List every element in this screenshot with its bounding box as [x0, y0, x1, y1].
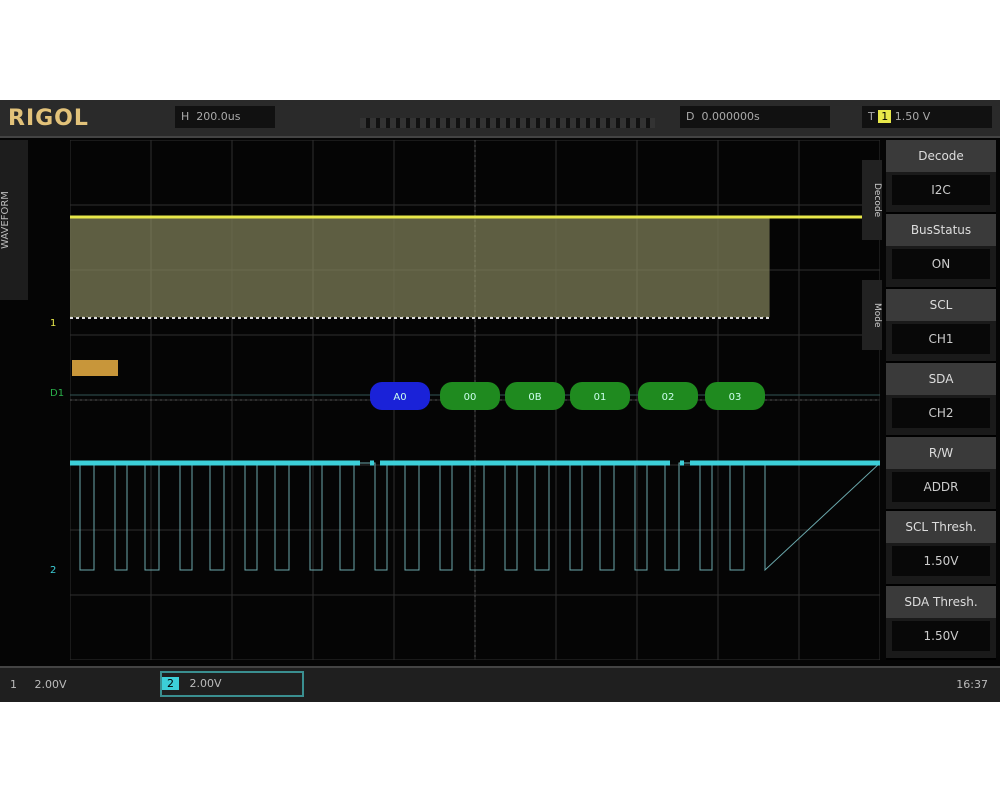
side-tag-mode[interactable]: Mode	[862, 280, 882, 350]
decode-marker: D1	[50, 388, 65, 399]
timebase-value: 200.0us	[196, 110, 241, 123]
menu-item-title: SDA Thresh.	[886, 585, 996, 618]
decode-packet	[638, 382, 698, 410]
menu-item-value: 1.50V	[892, 546, 990, 577]
clock: 16:37	[956, 678, 988, 691]
decode-packet	[705, 382, 765, 410]
timebase-display[interactable]: H 200.0us	[175, 106, 275, 128]
ch1-indicator[interactable]: 1 2.00V	[10, 674, 67, 696]
menu-item-title: SCL	[886, 288, 996, 321]
menu-item-title: R/W	[886, 437, 996, 470]
trigger-level: 1.50 V	[894, 110, 931, 123]
decode-packet-text: 03	[729, 392, 742, 403]
decode-label-box	[72, 360, 118, 376]
waveform-grid: A0 00 0B 01 02 03	[70, 140, 880, 660]
menu-item-scl-thresh-[interactable]: SCL Thresh.1.50V	[886, 511, 996, 586]
ch2-label: 2	[162, 677, 179, 690]
trigger-label: T	[868, 110, 875, 123]
decode-packet-text: 01	[594, 392, 607, 403]
ch2-marker: 2	[50, 565, 57, 576]
menu-item-value: I2C	[892, 175, 990, 205]
bottom-bar: 1 2.00V 2 2.00V 16:37	[0, 666, 1000, 702]
ch1-marker: 1	[50, 318, 57, 329]
decode-packet-text: 00	[464, 392, 477, 403]
decode-packet-text: 0B	[528, 392, 541, 403]
decode-packet	[570, 382, 630, 410]
decode-packet	[440, 382, 500, 410]
ch1-label: 1	[10, 678, 17, 691]
menu-item-value: CH2	[892, 397, 990, 428]
side-tag-decode[interactable]: Decode	[862, 160, 882, 240]
trigger-source: 1	[878, 110, 892, 123]
menu-item-value: ADDR	[892, 472, 990, 503]
decode-packet-text: 02	[662, 392, 675, 403]
menu-item-value: CH1	[892, 323, 990, 354]
menu-item-title: BusStatus	[886, 214, 996, 247]
menu-item-title: SDA	[886, 362, 996, 395]
rigol-logo: RIGOL	[8, 106, 89, 131]
oscilloscope-screen: RIGOL H 200.0us D 0.000000s T 1 1.50 V W…	[0, 100, 1000, 702]
delay-display[interactable]: D 0.000000s	[680, 106, 830, 128]
menu-item-value: 1.50V	[892, 620, 990, 651]
delay-value: 0.000000s	[701, 110, 760, 123]
menu-item-title: Decode	[886, 140, 996, 172]
decode-packet-text: A0	[393, 392, 406, 403]
delay-label: D	[686, 110, 695, 123]
decode-packet	[505, 382, 565, 410]
top-bar: RIGOL H 200.0us D 0.000000s T 1 1.50 V	[0, 100, 1000, 138]
ch2-indicator[interactable]: 2 2.00V	[160, 671, 304, 697]
ch1-scale: 2.00V	[34, 678, 67, 691]
ch2-scale: 2.00V	[189, 677, 222, 690]
menu-item-sda-thresh-[interactable]: SDA Thresh.1.50V	[886, 585, 996, 660]
menu-item-title: SCL Thresh.	[886, 511, 996, 544]
trigger-display[interactable]: T 1 1.50 V	[862, 106, 992, 128]
memory-bar	[360, 118, 655, 128]
menu-item-value: ON	[892, 249, 990, 280]
timebase-label: H	[181, 110, 190, 123]
waveform-side-tab[interactable]: WAVEFORM	[0, 140, 28, 300]
decode-packet	[370, 382, 430, 410]
